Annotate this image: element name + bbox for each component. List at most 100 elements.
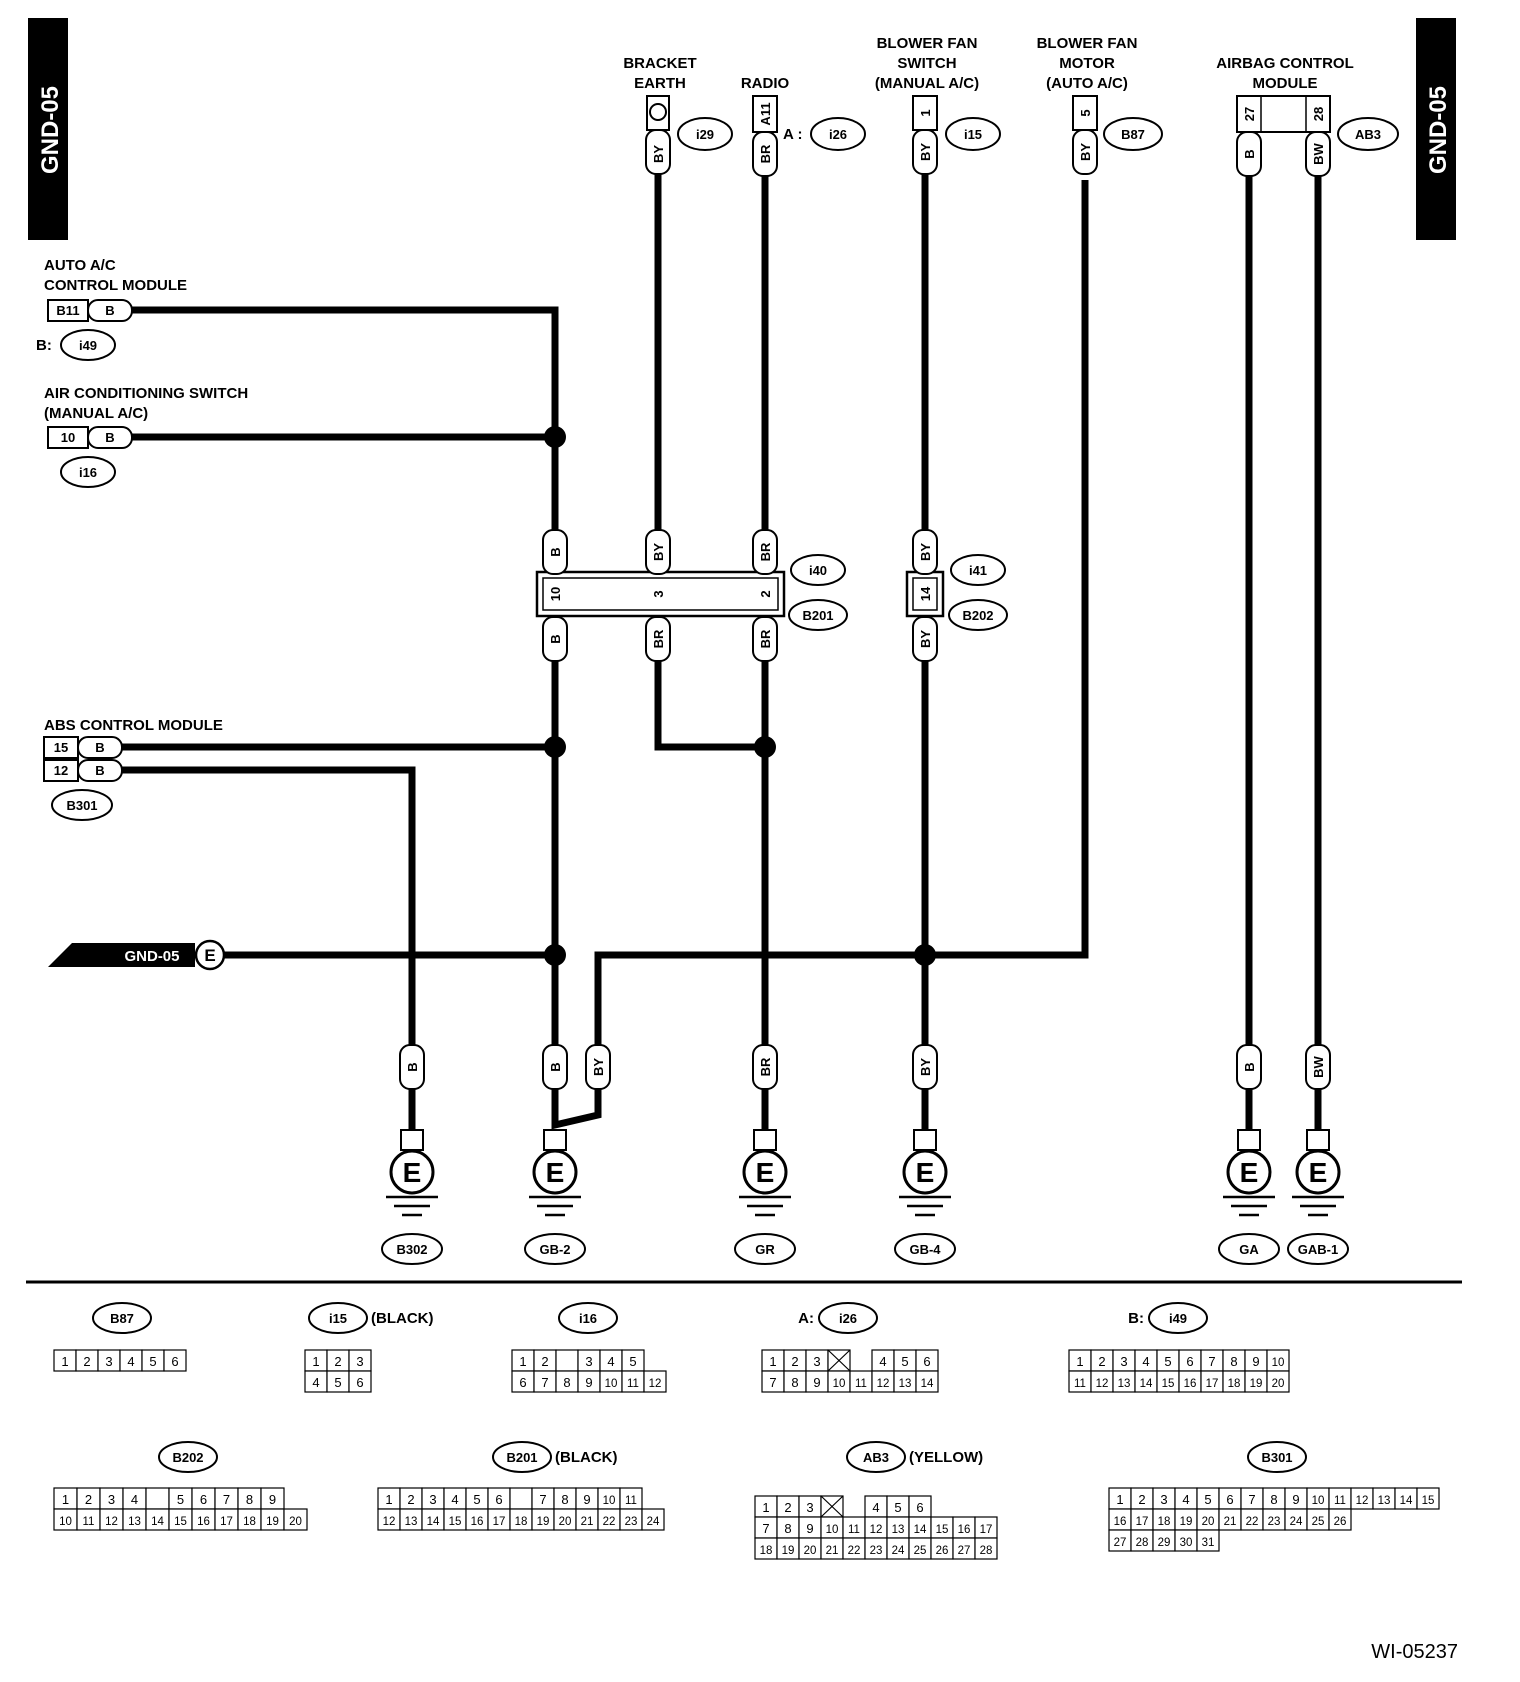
pin-cell: 12 (643, 1370, 667, 1393)
pin-number: 2 (1098, 1354, 1105, 1369)
pin-cell: 26 (930, 1537, 954, 1560)
pin-number: 3 (585, 1354, 592, 1369)
pin-number: 1 (519, 1354, 526, 1369)
pin-number: 7 (539, 1492, 546, 1507)
pin-number: 15 (449, 1516, 462, 1528)
pin-number: 5 (1164, 1354, 1171, 1369)
pin-number: 9 (583, 1492, 590, 1507)
pin-cell: 1 (754, 1495, 778, 1518)
abs-pin-15: 15 (54, 740, 68, 755)
airbag-pin-27: 27 (1242, 107, 1257, 121)
airbag-control-module: AIRBAG CONTROL MODULE 27 28 B BW AB3 (1216, 55, 1399, 177)
pin-cell: 4 (443, 1487, 467, 1510)
ac-switch-label-2: (MANUAL A/C) (44, 405, 148, 422)
bracket-earth: BRACKET EARTH BY i29 (623, 55, 733, 175)
auto-ac-pin: B11 (56, 303, 79, 318)
ground-wire-label: BR (758, 1057, 773, 1076)
pin-number: 15 (936, 1524, 949, 1536)
pin-number: 5 (149, 1354, 156, 1369)
radio: RADIO A11 BR A : i26 (741, 75, 866, 177)
connector-B202: B202 (962, 608, 993, 623)
connector-i29: i29 (696, 127, 714, 142)
pin-number: 18 (515, 1516, 528, 1528)
pin-cell: 14 (421, 1508, 445, 1531)
pin-number: 17 (1206, 1378, 1219, 1390)
pin-number: 13 (892, 1524, 905, 1536)
pin-cell: 9 (260, 1487, 285, 1510)
blower-switch-wire: BY (918, 143, 933, 161)
pin-number: 12 (649, 1378, 662, 1390)
pin-number: 4 (131, 1492, 138, 1507)
pin-cell: 6 (1218, 1487, 1242, 1510)
airbag-label-1: AIRBAG CONTROL (1216, 55, 1354, 72)
pin-number: 9 (1252, 1354, 1259, 1369)
blower-motor-wire: BY (1078, 143, 1093, 161)
pin-number: 6 (519, 1375, 526, 1390)
pin-cell: 5 (141, 1349, 165, 1372)
pin-cell: 11 (849, 1370, 873, 1393)
view-name: B87 (110, 1311, 134, 1326)
pin-number: 1 (61, 1354, 68, 1369)
pin-number: 20 (1202, 1516, 1215, 1528)
pin-cell: 21 (575, 1508, 599, 1531)
radio-prefix: A : (783, 126, 802, 143)
pin-number: 10 (1272, 1357, 1285, 1369)
pin-cell: 15 (1416, 1487, 1440, 1510)
airbag-wire-b: B (1242, 149, 1257, 158)
ground-wire-label-2: BY (591, 1058, 606, 1076)
pin-number: 3 (105, 1354, 112, 1369)
pin-cell: 17 (1200, 1370, 1224, 1393)
pin-number: 2 (1138, 1492, 1145, 1507)
pin-number: 18 (1158, 1516, 1171, 1528)
pin-number: 8 (246, 1492, 253, 1507)
pin-number: 6 (495, 1492, 502, 1507)
ground-name: GB-4 (909, 1242, 941, 1257)
bracket-earth-label-1: BRACKET (623, 55, 696, 72)
pin-cell: 5 (168, 1487, 193, 1510)
pin-cell: 12 (377, 1508, 401, 1531)
pin-cell: 11 (621, 1370, 645, 1393)
pin-cell: 1 (377, 1487, 401, 1510)
radio-pin: A11 (758, 102, 773, 125)
pin-number: 6 (923, 1354, 930, 1369)
pin-number: 22 (848, 1545, 861, 1557)
pin-cell: 13 (122, 1508, 147, 1531)
pin-cell (509, 1487, 533, 1510)
pin-number: 4 (879, 1354, 886, 1369)
pin-cell: 2 (326, 1349, 350, 1372)
pin-number: 4 (451, 1492, 458, 1507)
blower-fan-switch: BLOWER FAN SWITCH (MANUAL A/C) 1 BY i15 (875, 35, 1001, 175)
pin-cell: 2 (75, 1349, 99, 1372)
ground-wire-label: B (548, 1062, 563, 1071)
pin-cell: 6 (348, 1370, 372, 1393)
pin-cell: 2 (399, 1487, 423, 1510)
view-prefix: A: (798, 1310, 814, 1327)
connector-B87: B87 (1121, 127, 1145, 142)
pin-cell: 4 (1174, 1487, 1198, 1510)
pin-number: 18 (760, 1545, 773, 1557)
ac-switch-pin: 10 (61, 430, 75, 445)
pin-number: 12 (1356, 1495, 1369, 1507)
pin-number: 13 (1378, 1495, 1391, 1507)
pin-number: 13 (128, 1516, 141, 1528)
pin-number: 19 (1180, 1516, 1193, 1528)
pin-number: 28 (980, 1545, 993, 1557)
pin-number: 2 (784, 1500, 791, 1515)
blower-motor-label-2: MOTOR (1059, 55, 1115, 72)
pin-cell: 11 (1328, 1487, 1352, 1510)
view-note: (YELLOW) (909, 1449, 983, 1466)
i40-wire-1: B (548, 547, 563, 556)
pin-number: 14 (914, 1524, 927, 1536)
pin-cell: 7 (531, 1487, 555, 1510)
pin-cell: 8 (1262, 1487, 1286, 1510)
connector-view-label-B301: B301 (1247, 1441, 1307, 1473)
pin-cell: 7 (533, 1370, 557, 1393)
pin-cell: 11 (1068, 1370, 1092, 1393)
pin-number: 26 (1334, 1516, 1347, 1528)
pin-cell: 12 (1350, 1487, 1374, 1510)
